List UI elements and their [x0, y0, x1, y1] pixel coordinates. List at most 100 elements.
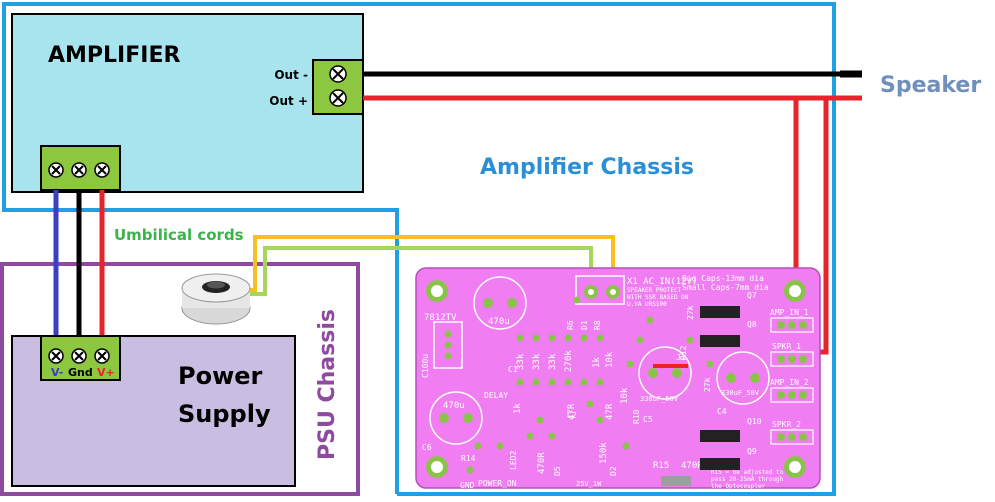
pcb-r14: R14 [461, 454, 476, 463]
mounting-hole-icon [784, 456, 806, 478]
psu-v-minus-label: V- [51, 366, 63, 379]
pcb-q10: Q10 [747, 417, 762, 426]
ac-wire-green [240, 246, 593, 296]
pcb-caps-note-2: Small Caps-7mm dia [682, 283, 769, 292]
psu-chassis-label: PSU Chassis [315, 309, 340, 460]
screw-icon [71, 348, 87, 364]
transistor-icon [700, 335, 740, 347]
pcb-res-1k: 1k [592, 357, 602, 368]
ssr-chip-icon [661, 476, 691, 486]
pcb-c6: C6 [422, 443, 432, 452]
ac-input-connector [575, 275, 625, 305]
pcb-r10: R10 [632, 409, 641, 424]
umbilical-label: Umbilical cords [114, 226, 244, 244]
speaker-label: Speaker [880, 73, 981, 98]
capacitor-icon [473, 276, 527, 330]
spkr-1-connector [770, 351, 814, 367]
pcb-ac-sub-3: U.YA URS100 [627, 301, 667, 308]
screw-icon [48, 162, 64, 178]
pcb-note-3: the Optocoupler [711, 483, 766, 490]
pcb-regulator-label: 7812TV [424, 313, 457, 323]
pcb-res-150k: 150k [599, 442, 609, 464]
pcb-res-470r: 470R [537, 452, 547, 474]
pcb-res-1k-b: 1k [513, 403, 523, 414]
amplifier-chassis-label: Amplifier Chassis [480, 155, 694, 180]
regulator-icon [433, 321, 463, 369]
screw-icon [94, 348, 110, 364]
screw-icon [71, 162, 87, 178]
pcb-ac-sub-1: SPEAKER PROTECT [627, 287, 682, 294]
pcb-res-470r-b: 470R [681, 461, 703, 471]
pcb-c2: C2 [567, 411, 577, 420]
pcb-j1: J1 [676, 353, 686, 362]
pcb-cap-330u-right: 330uF_50V [721, 389, 760, 397]
pcb-r8: R8 [593, 320, 602, 330]
mounting-hole-icon [426, 280, 448, 302]
pcb-c100u-label: C100u [421, 354, 430, 378]
screw-icon [329, 89, 347, 107]
pcb-delay: DELAY [484, 391, 508, 400]
amp-in-2-connector [770, 387, 814, 403]
pcb-res-270k: 270k [564, 350, 574, 372]
pcb-res-33k-1: 33k [516, 353, 526, 370]
transistor-icon [700, 306, 740, 318]
pcb-gnd: GND [460, 481, 475, 490]
pcb-cap-470u-bottom: 470u [443, 401, 465, 411]
pcb-res-33k-3: 33k [548, 353, 558, 370]
mounting-hole-icon [426, 456, 448, 478]
pcb-res-27k-b: 27k [703, 377, 712, 392]
pcb-d2: D2 [609, 466, 618, 476]
pcb-amp-in-1: AMP_IN_1 [770, 308, 809, 317]
pcb-power-on: POWER_ON [478, 479, 517, 488]
pcb-d5: D5 [553, 466, 562, 476]
pad-grid [466, 296, 714, 474]
speaker-protection-pcb: X1 AC_IN(12V) SPEAKER PROTECT WITH SSR B… [415, 267, 821, 490]
screw-icon [94, 162, 110, 178]
pcb-amp-in-2: AMP_IN_2 [770, 378, 809, 387]
transistor-icon [700, 430, 740, 442]
screw-icon [48, 348, 64, 364]
pcb-caps-note-1: Big Caps-13mm dia [682, 274, 764, 283]
spkr-2-connector [770, 429, 814, 445]
psu-chassis-outline [0, 262, 360, 496]
toroidal-transformer-icon [181, 273, 251, 325]
pcb-res-47r-b: 47R [605, 403, 615, 420]
pcb-q7: Q7 [747, 291, 757, 300]
psu-gnd-label: Gnd [68, 366, 93, 379]
pcb-v-rating: 25V_1W [576, 480, 602, 488]
psu-v-plus-label: V+ [97, 366, 115, 379]
pcb-res-27k: 27k [686, 305, 695, 320]
amplifier-chassis-outline [2, 2, 836, 496]
pcb-ac-sub-2: WITH SSR BASED ON [627, 294, 689, 301]
pcb-res-10k: 10k [605, 351, 615, 368]
pcb-spkr-2: SPKR_2 [772, 420, 801, 429]
capacitor-icon [429, 391, 483, 445]
pcb-res-33k-2: 33k [532, 353, 542, 370]
pcb-r6: R6 [566, 320, 575, 330]
out-plus-label: Out + [269, 94, 308, 108]
pcb-ac-in-label: X1 AC_IN(12V) [627, 277, 697, 287]
pcb-q9: Q9 [747, 447, 757, 456]
pcb-r12: R12 [679, 345, 688, 360]
pcb-q8: Q8 [747, 320, 757, 329]
pcb-c5: C5 [643, 415, 653, 424]
amplifier-title: AMPLIFIER [48, 43, 180, 68]
pcb-cap-330u-left: 330uF_50V [640, 395, 679, 403]
pcb-cap-470u-top: 470u [488, 317, 510, 327]
mounting-hole-icon [784, 280, 806, 302]
screw-icon [329, 65, 347, 83]
out-minus-label: Out - [274, 68, 308, 82]
pcb-note-2: pass 20-25mA through [711, 476, 784, 483]
pcb-note-1: R15 = be adjusted to [711, 469, 784, 476]
power-supply-title-line2: Supply [178, 400, 271, 428]
transistor-icon [700, 458, 740, 470]
pcb-c1: C1 [508, 365, 518, 374]
pcb-res-10k-b: 10k [620, 387, 630, 404]
pcb-spkr-1: SPKR_1 [772, 342, 801, 351]
amp-in-1-connector [770, 317, 814, 333]
pcb-res-47r: 47R [567, 403, 577, 420]
pcb-r15: R15 [653, 461, 669, 471]
capacitor-icon [638, 346, 692, 400]
capacitor-icon [716, 351, 770, 405]
